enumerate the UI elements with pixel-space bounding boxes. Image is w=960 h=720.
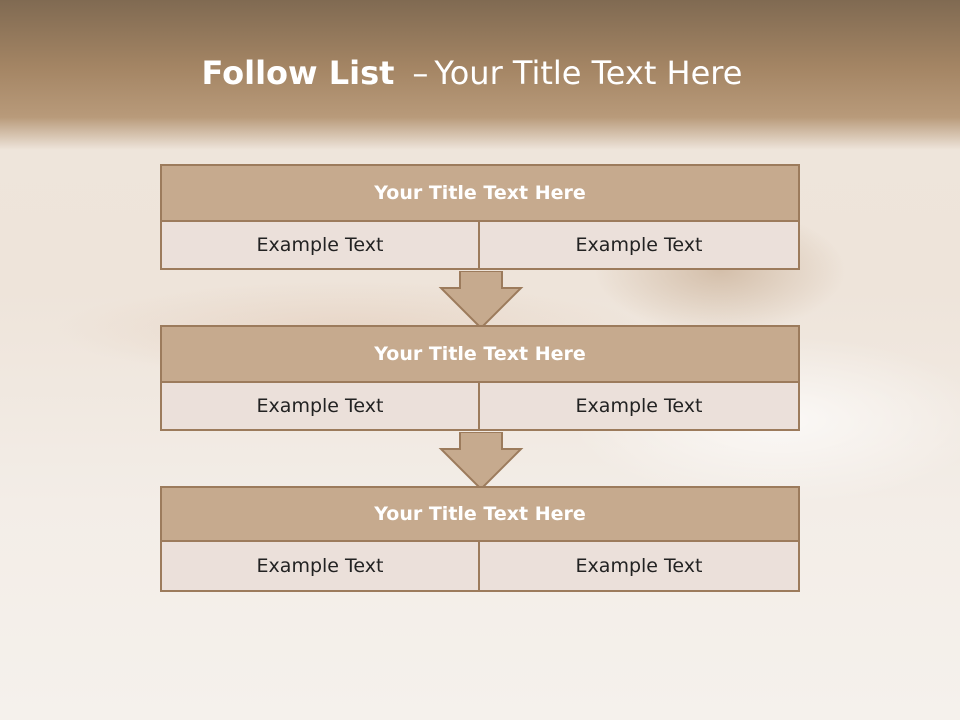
block-title: Your Title Text Here bbox=[160, 486, 800, 542]
block-cell-right: Example Text bbox=[480, 222, 800, 270]
down-arrow-icon bbox=[438, 271, 524, 329]
block-title: Your Title Text Here bbox=[160, 325, 800, 383]
title-bold: Follow List bbox=[201, 54, 395, 92]
list-block-2: Your Title Text Here Example Text Exampl… bbox=[160, 325, 800, 433]
down-arrow-icon bbox=[438, 432, 524, 490]
block-title: Your Title Text Here bbox=[160, 164, 800, 222]
block-cell-left: Example Text bbox=[160, 542, 480, 592]
block-cell-right: Example Text bbox=[480, 383, 800, 431]
list-block-1: Your Title Text Here Example Text Exampl… bbox=[160, 164, 800, 272]
list-block-3: Your Title Text Here Example Text Exampl… bbox=[160, 486, 800, 592]
header-band bbox=[0, 0, 960, 150]
block-cell-left: Example Text bbox=[160, 383, 480, 431]
slide-title: Follow List–Your Title Text Here bbox=[0, 54, 944, 92]
title-rest: Your Title Text Here bbox=[434, 54, 743, 92]
block-cell-left: Example Text bbox=[160, 222, 480, 270]
block-cell-right: Example Text bbox=[480, 542, 800, 592]
title-dash: – bbox=[412, 54, 429, 92]
